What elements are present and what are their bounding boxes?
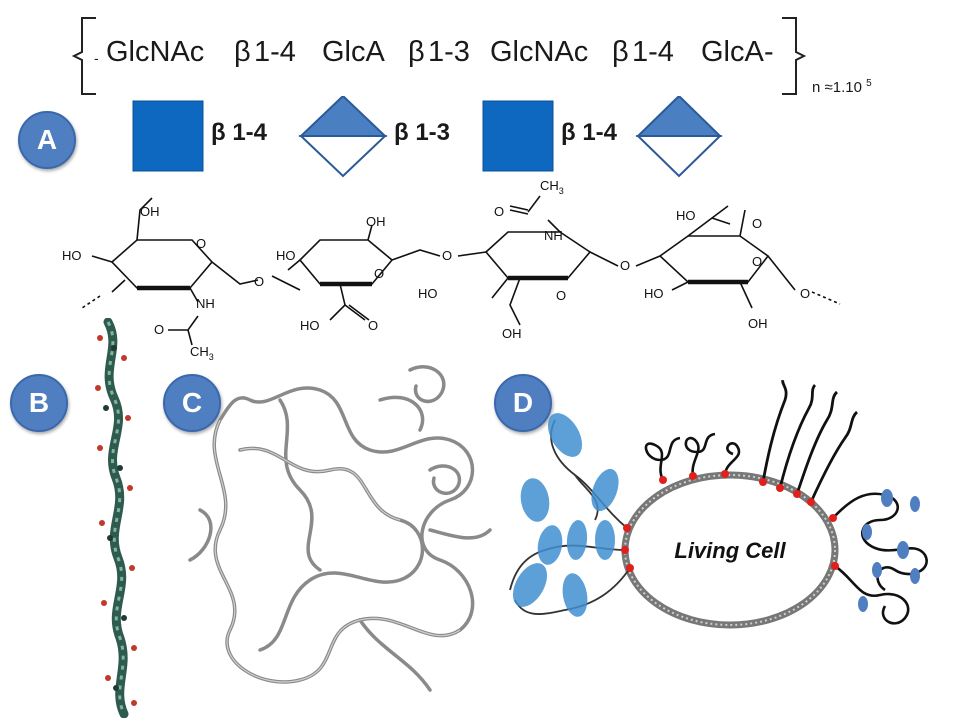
bead-markers [858,489,920,612]
chem-terminal-o: O [800,286,810,301]
chem-ring-o-3: O [556,288,566,303]
panel-d-cell-diagram: Living Cell [509,380,928,629]
chem-nh-2: NH [544,228,563,243]
chem-ring-o-1: O [196,236,206,251]
chem-sub-3: 3 [209,352,214,360]
chem-glycosidic-o-1: O [254,274,264,289]
chem-ho-3: HO [300,318,320,333]
chem-ch3-1: CH3 [190,344,214,360]
chem-ch-text: CH [190,344,209,359]
chem-ho-2: HO [276,248,296,263]
formula-link-2: 1-3 [428,36,470,68]
chem-glycosidic-o-3: O [620,258,630,273]
living-cell-label: Living Cell [674,538,786,563]
formula-lead-dash: - [94,50,99,66]
bottlebrush-side-chains [512,413,619,617]
repeat-unit-formula: - GlcNAc β 1-4 GlcA β 1-3 GlcNAc β 1-4 G… [0,0,960,100]
chem-nh-1: NH [196,296,215,311]
panel-b-molecular-model [95,318,137,718]
chem-sub-3-2: 3 [559,186,564,196]
formula-link-1: 1-4 [254,36,296,68]
snfg-symbol-row [132,96,723,178]
panel-c-random-coil [188,365,492,692]
formula-glcnac-2: GlcNAc [490,36,589,68]
panel-a-badge: A [18,111,76,169]
chem-ch-text-2: CH [540,180,559,193]
bead-decorated-chain [832,492,928,625]
glcnac-square-2 [482,100,554,172]
chem-ring-o-4: O [752,254,762,269]
formula-trail-dash: - [764,36,774,68]
membrane-anchor-points [621,470,839,572]
degree-of-polymerization: n ≈1.10 5 [812,78,872,96]
chem-o-carboxyl-1: O [368,318,378,333]
formula-link-3: 1-4 [632,36,674,68]
n-prefix: n ≈1.10 [812,79,862,96]
chem-o-carboxyl-2: O [752,216,762,231]
chem-ho-6: HO [644,286,664,301]
glca-diamond-2 [635,96,723,178]
panel-c-badge: C [163,374,221,432]
symbol-link-1: β 1-4 [211,119,268,146]
formula-brackets [71,17,807,95]
chem-ho-1: HO [62,248,82,263]
chem-ring-o-2: O [374,266,384,281]
formula-beta-1: β [234,36,251,68]
chem-oh-3: OH [502,326,522,341]
chem-o-carbonyl-1: O [154,322,164,337]
chem-ho-4: HO [418,286,438,301]
glca-diamond-1 [298,96,388,178]
formula-beta-2: β [408,36,425,68]
tangled-coil-chains [644,432,741,481]
formula-beta-3: β [612,36,629,68]
glcnac-square-1 [132,100,204,172]
formula-glca-1: GlcA [322,36,385,68]
chem-oh-1: OH [140,204,160,219]
chemical-structure: OH HO O NH O CH3 O HO OH O HO O O CH3 O … [62,180,841,360]
chem-oh-4: OH [748,316,768,331]
formula-glca-2: GlcA [701,36,764,68]
chem-oh-2: OH [366,214,386,229]
chem-glycosidic-o-2: O [442,248,452,263]
chem-ho-5: HO [676,208,696,223]
extended-chains [761,380,859,503]
symbol-link-2: β 1-3 [394,119,451,146]
chem-o-carbonyl-2: O [494,204,504,219]
panel-b-badge: B [10,374,68,432]
formula-glcnac-1: GlcNAc [106,36,205,68]
symbol-link-3: β 1-4 [561,119,618,146]
panel-d-badge: D [494,374,552,432]
n-exponent: 5 [866,78,872,89]
chem-ch3-2: CH3 [540,180,564,196]
